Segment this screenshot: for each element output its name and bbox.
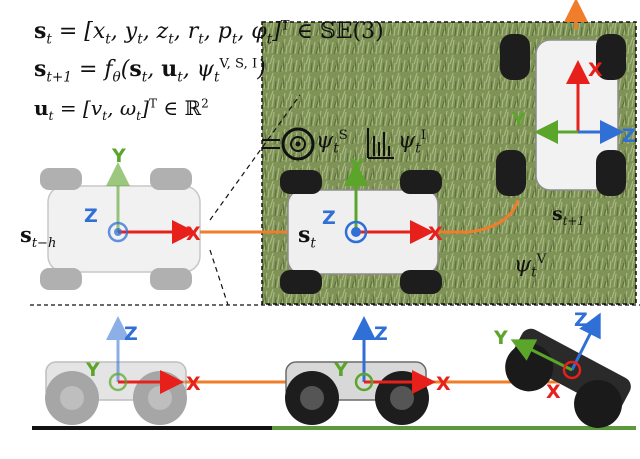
- robot-current-side: [285, 361, 429, 425]
- tire-icon: [262, 127, 315, 161]
- trajectory-top: [200, 199, 520, 234]
- axis-label-x: X: [186, 223, 201, 245]
- imu-chart-icon: [367, 128, 394, 159]
- control-equation: ut = [vt, ωt]T ∈ ℝ2: [34, 96, 209, 123]
- robot-past-top: [40, 168, 201, 290]
- axis-label-z: Z: [124, 323, 138, 345]
- label-psi-s: ψtS: [316, 128, 348, 157]
- axis-label-y: Y: [111, 145, 126, 167]
- axis-label-x: X: [588, 59, 603, 81]
- axis-label-y: Y: [511, 109, 526, 131]
- robot-next-side: [505, 328, 631, 428]
- axis-label-z: Z: [322, 207, 336, 229]
- label-s-t-minus-h: st−h: [20, 222, 57, 252]
- z-axis-next-side: [570, 312, 601, 371]
- axis-label-z: Z: [574, 309, 588, 331]
- label-psi-i: ψtI: [398, 128, 426, 157]
- y-axis-next-side: [510, 339, 573, 372]
- label-s-t-plus-1: st+1: [552, 203, 585, 228]
- axis-label-x: X: [546, 381, 561, 403]
- label-psi-v: ψtV: [514, 252, 547, 281]
- state-equation: st = [xt, yt, zt, rt, pt, φt]T ∈ 𝕊𝔼(3): [34, 18, 384, 48]
- z-axis-current-origin: [344, 220, 368, 244]
- axis-label-y: Y: [349, 155, 364, 177]
- axis-label-z: Z: [374, 323, 388, 345]
- label-s-t: st: [298, 222, 316, 252]
- z-axis-past-origin: [107, 221, 129, 243]
- axis-label-y: Y: [333, 359, 348, 381]
- axis-label-z: Z: [84, 205, 98, 227]
- axis-label-x: X: [428, 223, 443, 245]
- axis-label-x: X: [186, 373, 201, 395]
- transition-equation: st+1 = fθ(st, ut, ψtV, S, I): [34, 56, 266, 86]
- axis-label-y: Y: [493, 327, 508, 349]
- axis-label-x: X: [436, 373, 451, 395]
- axis-label-z: Z: [622, 125, 636, 147]
- axis-label-y: Y: [85, 359, 100, 381]
- robot-past-side: [45, 361, 187, 425]
